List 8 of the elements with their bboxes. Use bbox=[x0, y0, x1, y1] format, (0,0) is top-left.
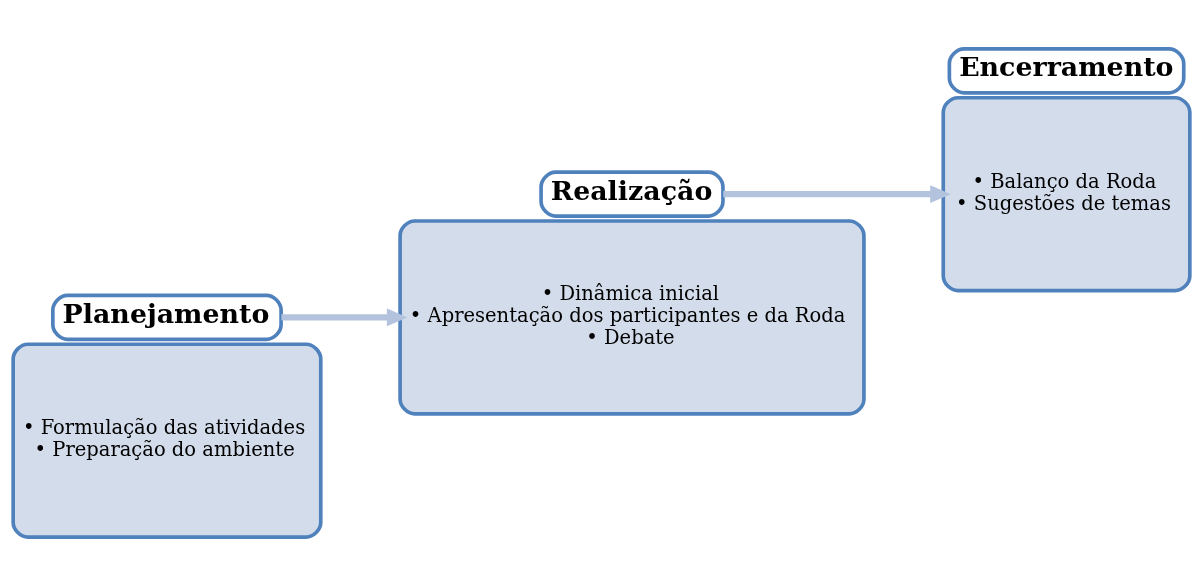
arrow bbox=[723, 185, 951, 204]
node-box: Encerramento bbox=[947, 47, 1186, 95]
node-box: • Dinâmica inicial • Apresentação dos participantes e da Roda • Debate bbox=[398, 219, 866, 416]
node-box: • Balanço da Roda • Sugestões de temas bbox=[941, 95, 1192, 293]
arrow bbox=[281, 308, 408, 327]
node-box: • Formulação das atividades • Preparação do ambiente bbox=[11, 342, 323, 539]
node-box: Realização bbox=[539, 170, 725, 218]
node-box: Planejamento bbox=[51, 293, 283, 342]
